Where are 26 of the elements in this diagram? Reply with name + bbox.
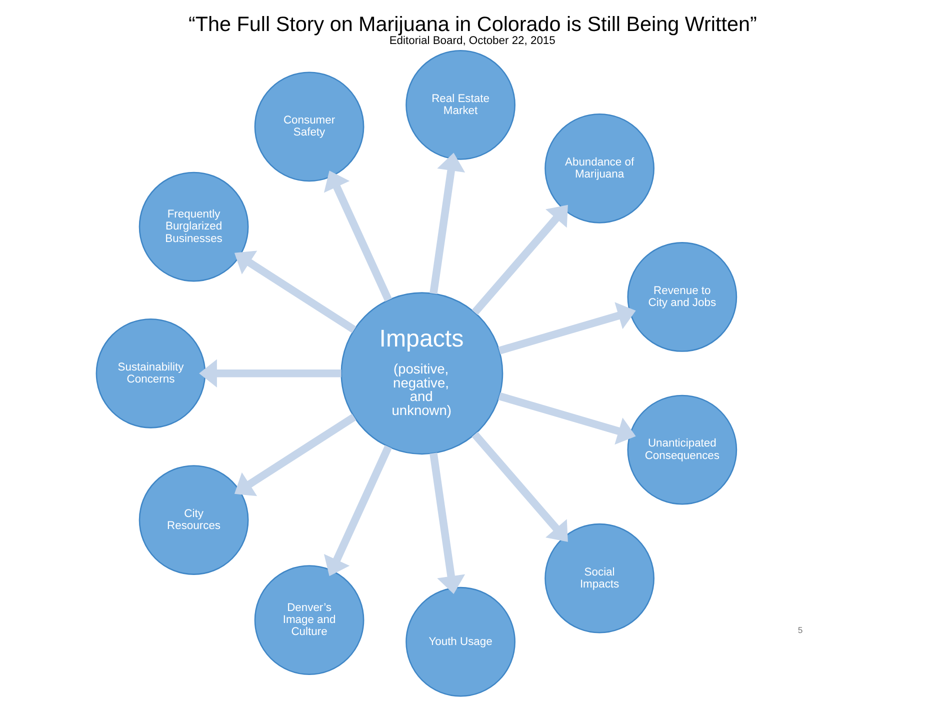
caption: Editorial Board, October 22, 2015 (389, 35, 556, 48)
node-circle: Abundance of Marijuana (544, 113, 654, 224)
arrow (472, 204, 568, 315)
node-circle: Unanticipated Consequences (627, 394, 738, 505)
arrow (234, 250, 356, 334)
node-circle: City Resources (138, 465, 249, 575)
arrow (498, 392, 636, 445)
node-circle: Consumer Safety (254, 72, 364, 182)
arrow (234, 414, 356, 496)
node-circle: Real Estate Market (406, 50, 516, 160)
arrow (324, 445, 392, 576)
label: 5 (798, 625, 803, 636)
arrow (472, 432, 568, 542)
node-circle: Youth Usage (406, 586, 516, 697)
node-circle: Sustainability Concerns (96, 318, 206, 428)
arrow (498, 302, 636, 354)
diagram-title: “The Full Story on Marijuana in Colorado is Still Being Written” (188, 13, 757, 36)
arrow (324, 170, 392, 302)
arrow (430, 452, 466, 594)
node-circle: Revenue to City and Jobs (627, 242, 738, 352)
arrow (199, 359, 342, 388)
node-circle: Impacts (positive, negative, and unknown) (340, 292, 504, 455)
arrow (430, 152, 466, 294)
node-circle: Frequently Burglarized Businesses (138, 172, 249, 282)
node-circle: Denver’s Image and Culture (254, 565, 364, 676)
node-circle: Social Impacts (544, 523, 654, 634)
